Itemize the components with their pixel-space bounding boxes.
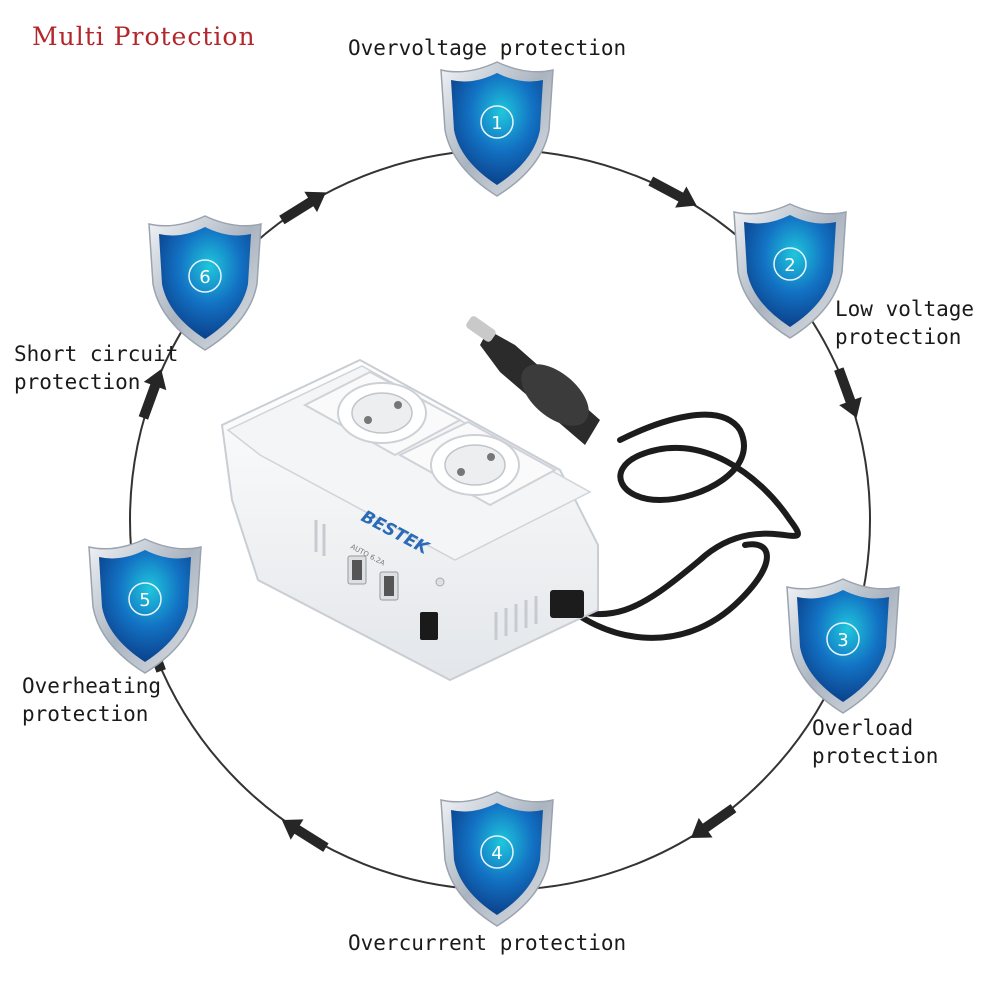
- shield-number: 6: [199, 267, 210, 288]
- arrow-icon: [834, 367, 862, 418]
- power-inverter-icon: BESTEK AUTO 6.2A: [220, 316, 801, 682]
- shield-icon: 4: [440, 791, 554, 927]
- feature-label-4: Overcurrent protection: [348, 931, 627, 955]
- shield-icon: 6: [148, 215, 262, 351]
- arrow-icon: [690, 804, 737, 839]
- arrow-icon: [281, 819, 329, 852]
- page-title: Multi Protection: [32, 22, 256, 51]
- shield-number: 5: [139, 590, 150, 611]
- shields: 1 2 3 4 5 6: [88, 61, 900, 927]
- shield-icon: 1: [440, 61, 554, 197]
- arrow-icon: [648, 176, 697, 208]
- shield-number: 3: [837, 630, 848, 651]
- arrow-icon: [279, 191, 326, 225]
- shield-icon: 3: [786, 578, 900, 714]
- shield-number: 1: [491, 113, 502, 134]
- feature-label-1: Overvoltage protection: [348, 36, 627, 60]
- arrow-icon: [138, 369, 167, 420]
- shield-icon: 5: [88, 538, 202, 674]
- shield-number: 4: [491, 843, 502, 864]
- shield-number: 2: [784, 255, 795, 276]
- shield-icon: 2: [733, 203, 847, 339]
